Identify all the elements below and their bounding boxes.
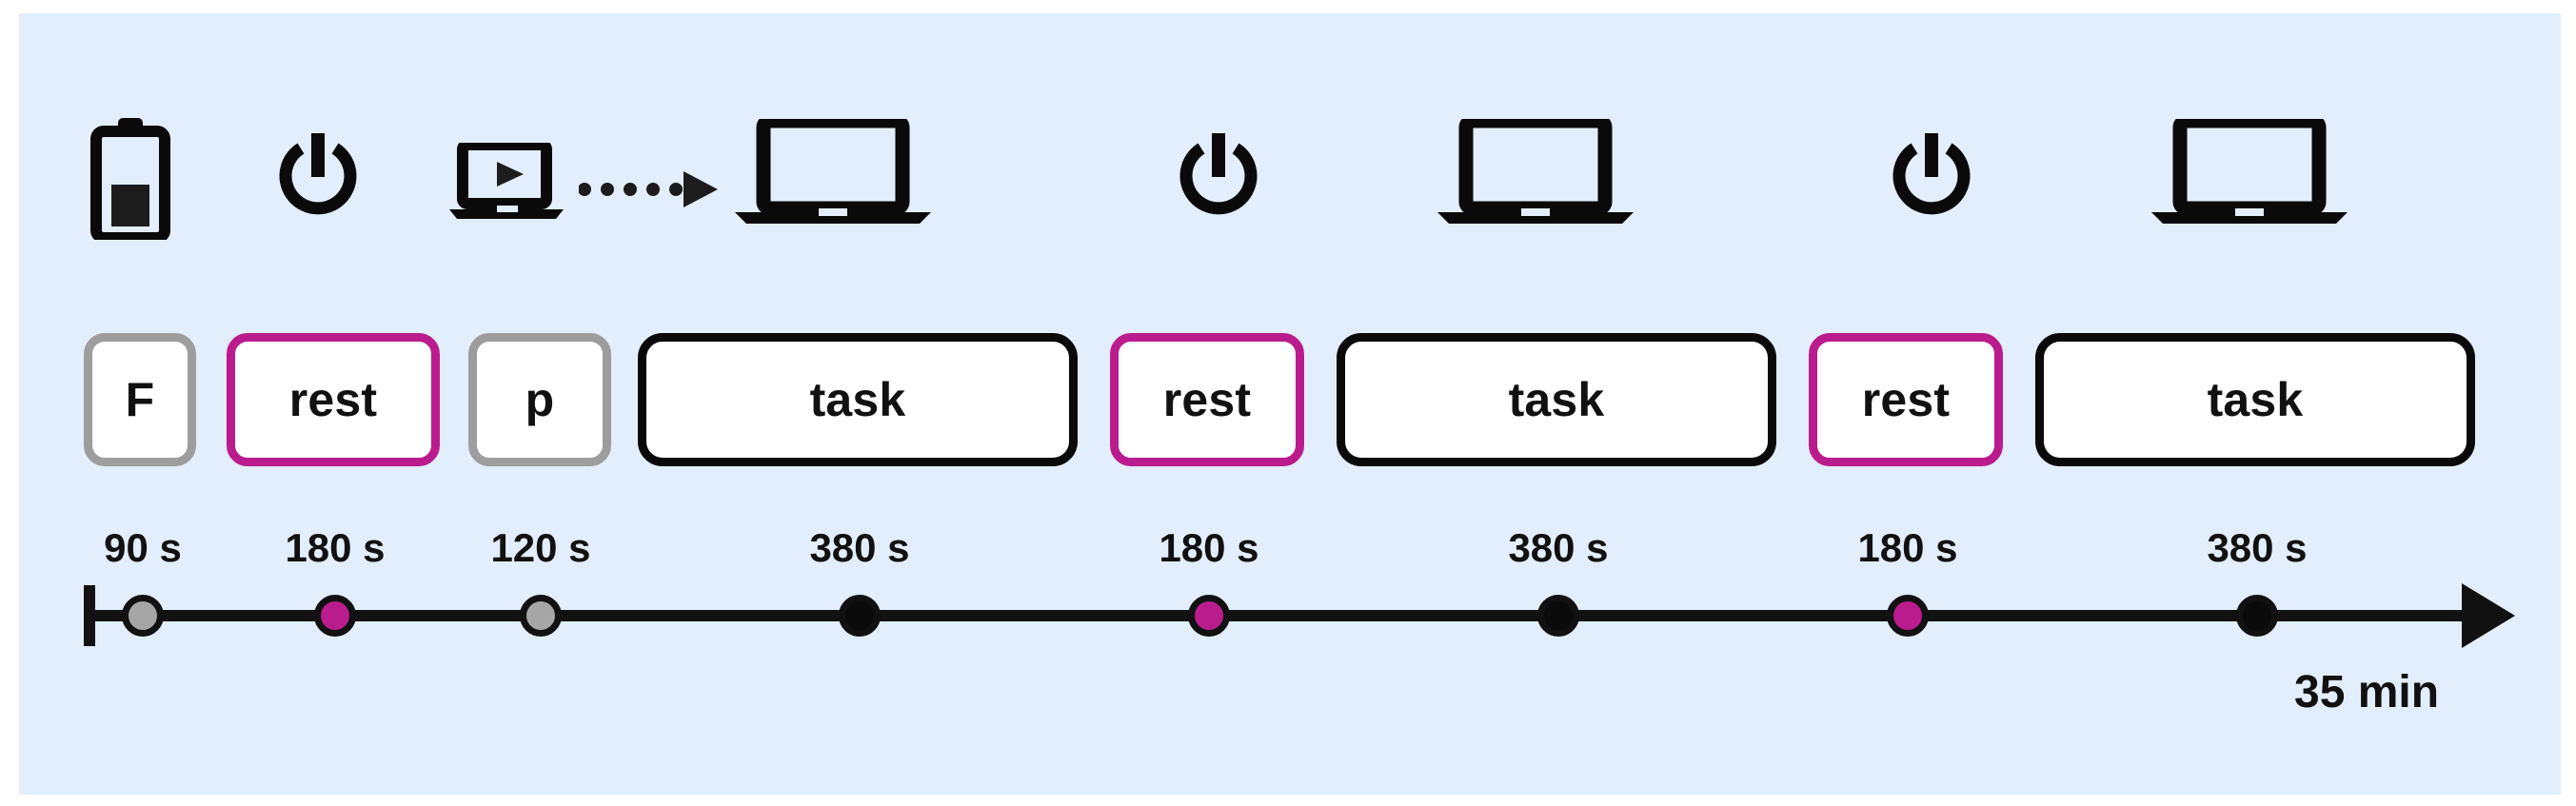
phase-box-task-3[interactable]: task xyxy=(2035,333,2475,466)
timeline-arrowhead xyxy=(2462,583,2515,648)
phase-box-task-1[interactable]: task xyxy=(638,333,1078,466)
timeline-label-380s-3: 380 s xyxy=(2207,525,2308,570)
timeline-label-180s-2: 180 s xyxy=(1159,525,1259,570)
timeline-marker-180s-3[interactable] xyxy=(1887,595,1929,637)
phase-box-label: F xyxy=(125,373,155,426)
timeline-marker-380s-2[interactable] xyxy=(1537,595,1579,637)
dotted-arrow-icon xyxy=(579,169,722,209)
timeline-label-90s: 90 s xyxy=(104,525,182,570)
phase-box-label: rest xyxy=(1162,373,1252,426)
timeline-axis xyxy=(84,610,2464,621)
timeline-marker-380s-1[interactable] xyxy=(839,595,881,637)
phase-box-label: rest xyxy=(1861,373,1951,426)
timeline-label-120s: 120 s xyxy=(490,525,591,570)
timeline-label-180s-3: 180 s xyxy=(1857,525,1958,570)
phase-box-rest-3[interactable]: rest xyxy=(1809,333,2003,466)
timeline-marker-180s-2[interactable] xyxy=(1188,595,1230,637)
phase-box-label: task xyxy=(1508,373,1605,426)
laptop-play-icon xyxy=(449,143,564,219)
phase-box-label: task xyxy=(809,373,906,426)
timeline-total-duration-label: 35 min xyxy=(2294,667,2440,718)
timeline-label-380s-1: 380 s xyxy=(809,525,910,570)
timeline-label-380s-2: 380 s xyxy=(1508,525,1609,570)
phase-box-rest-1[interactable]: rest xyxy=(227,333,440,466)
power-icon xyxy=(1179,133,1258,221)
phase-box-label: task xyxy=(2207,373,2304,426)
timeline-marker-120s[interactable] xyxy=(520,595,562,637)
laptop-icon xyxy=(1436,119,1635,224)
laptop-icon xyxy=(2150,119,2349,224)
power-icon xyxy=(278,133,358,221)
timeline-label-180s-1: 180 s xyxy=(285,525,386,570)
laptop-icon xyxy=(733,119,933,224)
phase-box-rest-2[interactable]: rest xyxy=(1110,333,1304,466)
timeline-marker-180s-1[interactable] xyxy=(314,595,356,637)
phase-box-label: p xyxy=(525,373,555,426)
power-icon xyxy=(1892,133,1972,221)
phase-box-task-2[interactable]: task xyxy=(1337,333,1776,466)
timeline-marker-380s-3[interactable] xyxy=(2236,595,2278,637)
phase-box-p[interactable]: p xyxy=(468,333,611,466)
timeline-marker-90s[interactable] xyxy=(122,595,164,637)
phase-box-label: rest xyxy=(288,373,378,426)
battery-half-icon xyxy=(90,116,170,240)
phase-box-f[interactable]: F xyxy=(84,333,196,466)
